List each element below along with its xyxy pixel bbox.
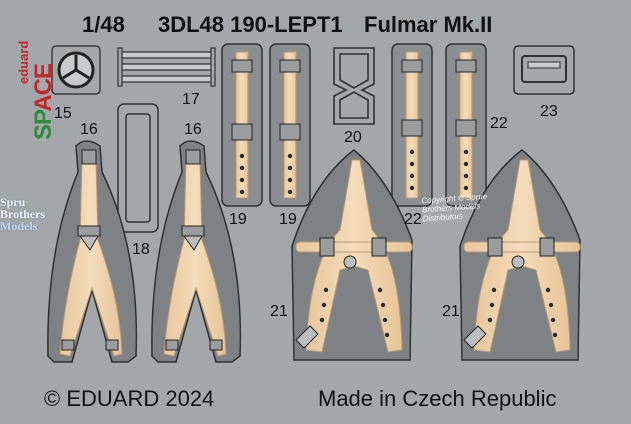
brand-maker: eduard <box>16 40 31 84</box>
part-number: 21 <box>270 303 288 320</box>
part-15-fitting <box>51 45 101 95</box>
part-number: 16 <box>184 121 202 138</box>
part-16-harness-a <box>47 140 138 363</box>
part-number: 15 <box>54 105 72 122</box>
part-21-harness-a <box>291 149 413 361</box>
subject-title: Fulmar Mk.II <box>364 12 493 37</box>
part-21-harness-b <box>459 149 581 361</box>
origin-text: Made in Czech Republic <box>318 386 557 411</box>
part-number: 21 <box>442 303 460 320</box>
part-18-frame <box>117 103 159 233</box>
part-number: 19 <box>229 211 247 228</box>
scale-label: 1/48 <box>82 12 125 37</box>
part-number: 16 <box>80 121 98 138</box>
part-number: 17 <box>182 91 200 108</box>
part-17-bars <box>117 47 216 87</box>
brand-line: SPACE <box>30 64 57 140</box>
part-number: 19 <box>279 211 297 228</box>
sprue-brothers-watermark: Spru Brothers Models <box>0 195 46 233</box>
eduard-space-logo: eduard SPACE <box>6 40 57 140</box>
part-19-strap-b <box>269 43 311 207</box>
part-23-plate <box>513 45 575 95</box>
part-number: 20 <box>344 129 362 146</box>
part-20-link <box>333 47 375 125</box>
part-22-strap-a <box>391 43 433 207</box>
part-16-harness-b <box>151 140 242 363</box>
part-number: 22 <box>490 115 508 132</box>
part-19-strap-a <box>221 43 263 207</box>
copyright-text: © EDUARD 2024 <box>44 386 215 411</box>
part-number: 22 <box>404 211 422 228</box>
distributor-stamp: Copyright © Sprue Brothers Models Distri… <box>421 191 488 224</box>
product-code: 3DL48 190-LEPT1 <box>158 12 343 37</box>
part-22-strap-b <box>445 43 487 207</box>
part-number: 18 <box>132 241 150 258</box>
part-number: 23 <box>540 103 558 120</box>
